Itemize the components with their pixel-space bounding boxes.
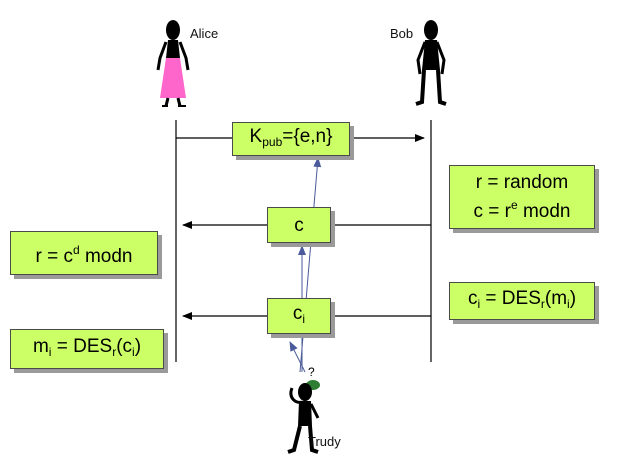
trudy-icon: ?	[287, 365, 320, 454]
ci-message-box: ci	[267, 298, 331, 334]
c-message-box: c	[267, 207, 331, 243]
bob-des-encrypt-box: ci = DESr(mi)	[449, 282, 595, 320]
alice-des-decrypt-box: mi = DESr(ci)	[10, 329, 164, 369]
alice-label: Alice	[190, 26, 218, 41]
intercept-lines	[289, 157, 322, 373]
kpub-message-box: Kpub={e,n}	[232, 122, 350, 156]
alice-icon	[156, 20, 190, 107]
trudy-label: Trudy	[308, 434, 341, 449]
alice-decrypt-box: r = cd modn	[10, 231, 158, 275]
trudy-thought: ?	[308, 365, 315, 379]
bob-icon	[415, 20, 447, 106]
bob-label: Bob	[390, 26, 413, 41]
bob-key-generation-box: r = random c = re modn	[449, 165, 595, 229]
